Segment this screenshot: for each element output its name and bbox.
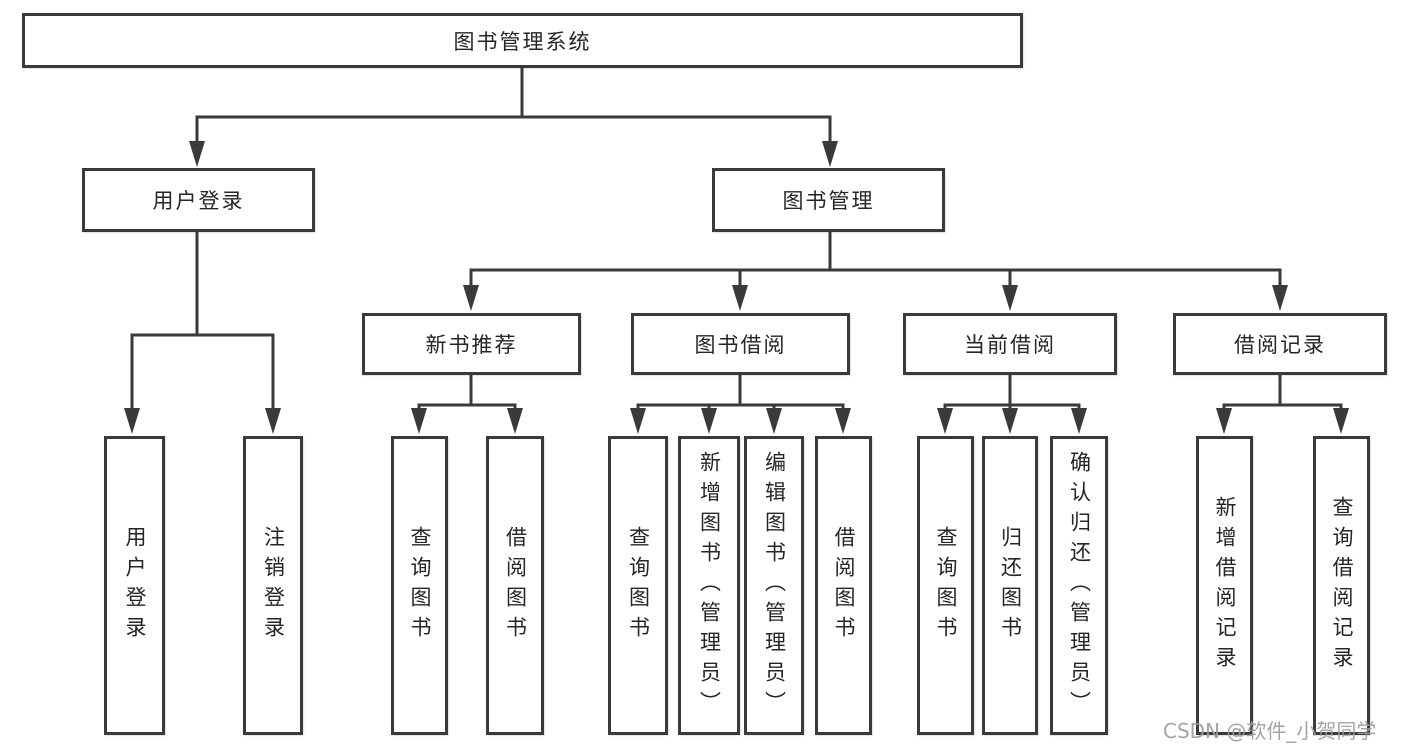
arrowhead-icon <box>463 285 479 311</box>
arrowhead-icon <box>265 408 281 434</box>
arrowhead-icon <box>1333 408 1349 434</box>
arrowhead-icon <box>701 408 717 434</box>
leaf-borrow-edit-books-admin-label: 编辑图书（管理员） <box>762 450 787 721</box>
leaf-recommend-borrow-books-label: 借阅图书 <box>503 525 528 646</box>
arrowhead-icon <box>1002 285 1018 311</box>
node-new-book-recommend: 新书推荐 <box>362 313 581 375</box>
leaf-current-query-books-label: 查询图书 <box>934 525 959 646</box>
leaf-borrow-query-books: 查询图书 <box>608 436 668 735</box>
arrowhead-icon <box>1002 408 1018 434</box>
leaf-current-query-books: 查询图书 <box>917 436 974 735</box>
leaf-borrow-query-books-label: 查询图书 <box>626 525 651 646</box>
leaf-recommend-borrow-books: 借阅图书 <box>486 436 544 735</box>
leaf-current-return-books: 归还图书 <box>982 436 1038 735</box>
node-borrow-record: 借阅记录 <box>1173 313 1387 375</box>
node-current-borrow: 当前借阅 <box>903 313 1117 375</box>
node-user-login-label: 用户登录 <box>152 189 245 213</box>
node-book-management-label: 图书管理 <box>782 189 875 213</box>
leaf-recommend-query-books-label: 查询图书 <box>408 525 433 646</box>
leaf-borrow-borrow-books-label: 借阅图书 <box>832 525 857 646</box>
node-book-borrow-label: 图书借阅 <box>694 333 787 357</box>
node-user-login: 用户登录 <box>82 168 315 232</box>
arrowhead-icon <box>1272 285 1288 311</box>
leaf-current-return-books-label: 归还图书 <box>998 525 1023 646</box>
leaf-current-confirm-return-admin-label: 确认归还（管理员） <box>1067 450 1092 721</box>
leaf-current-confirm-return-admin: 确认归还（管理员） <box>1050 436 1108 735</box>
node-root: 图书管理系统 <box>22 13 1023 68</box>
leaf-logout-label: 注销登录 <box>261 525 286 646</box>
node-current-borrow-label: 当前借阅 <box>964 333 1056 357</box>
arrowhead-icon <box>507 408 523 434</box>
arrowhead-icon <box>835 408 851 434</box>
node-root-label: 图书管理系统 <box>453 29 592 54</box>
leaf-record-query-record-label: 查询借阅记录 <box>1330 495 1355 676</box>
leaf-user-login-label: 用户登录 <box>123 525 148 646</box>
arrowhead-icon <box>1216 408 1232 434</box>
csdn-watermark: CSDN @软件_小贺同学 <box>1163 719 1377 743</box>
leaf-recommend-query-books: 查询图书 <box>391 436 448 735</box>
node-book-borrow: 图书借阅 <box>631 313 850 375</box>
leaf-record-query-record: 查询借阅记录 <box>1313 436 1370 735</box>
leaf-borrow-borrow-books: 借阅图书 <box>815 436 872 735</box>
arrowhead-icon <box>630 408 646 434</box>
leaf-record-add-record: 新增借阅记录 <box>1196 436 1253 735</box>
leaf-borrow-add-books-admin-label: 新增图书（管理员） <box>697 450 722 721</box>
leaf-user-login: 用户登录 <box>104 436 165 735</box>
arrowhead-icon <box>937 408 953 434</box>
node-book-management: 图书管理 <box>712 168 945 232</box>
leaf-logout: 注销登录 <box>243 436 303 735</box>
arrowhead-icon <box>766 408 782 434</box>
arrowhead-icon <box>822 141 838 167</box>
arrowhead-icon <box>411 408 427 434</box>
arrowhead-icon <box>124 408 140 434</box>
leaf-record-add-record-label: 新增借阅记录 <box>1213 495 1238 676</box>
arrowhead-icon <box>189 141 205 167</box>
node-borrow-record-label: 借阅记录 <box>1234 333 1326 357</box>
arrowhead-icon <box>732 285 748 311</box>
leaf-borrow-add-books-admin: 新增图书（管理员） <box>678 436 740 735</box>
arrowhead-icon <box>1071 408 1087 434</box>
node-new-book-recommend-label: 新书推荐 <box>425 333 518 357</box>
leaf-borrow-edit-books-admin: 编辑图书（管理员） <box>744 436 804 735</box>
